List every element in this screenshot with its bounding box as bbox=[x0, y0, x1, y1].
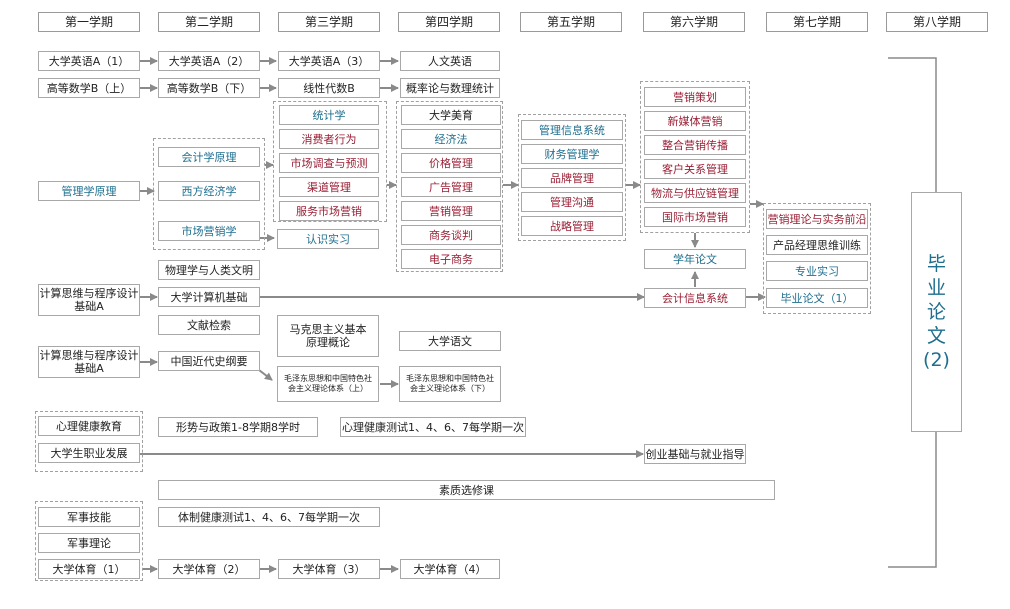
course-pe-3: 大学体育（3） bbox=[278, 559, 380, 579]
course-product-manager-training: 产品经理思维训练 bbox=[766, 235, 868, 255]
course-marketing: 市场营销学 bbox=[158, 221, 260, 241]
course-mao-thought-2: 毛泽东思想和中国特色社会主义理论体系（下） bbox=[399, 366, 501, 402]
course-military-skills: 军事技能 bbox=[38, 507, 140, 527]
course-military-theory: 军事理论 bbox=[38, 533, 140, 553]
course-probability: 概率论与数理统计 bbox=[400, 78, 500, 98]
course-marketing-frontier: 营销理论与实务前沿 bbox=[766, 209, 868, 229]
course-international-marketing: 国际市场营销 bbox=[644, 207, 746, 227]
course-statistics: 统计学 bbox=[279, 105, 379, 125]
course-modern-history: 中国近代史纲要 bbox=[158, 351, 260, 371]
course-price-management: 价格管理 bbox=[401, 153, 501, 173]
course-marketing-planning: 营销策划 bbox=[644, 87, 746, 107]
group-sem5-core bbox=[518, 114, 626, 241]
course-cognitive-practice: 认识实习 bbox=[277, 229, 379, 249]
course-situation-policy: 形势与政策1-8学期8学时 bbox=[158, 417, 318, 437]
course-brand-management: 品牌管理 bbox=[521, 168, 623, 188]
course-computational-thinking-1: 计算思维与程序设计基础A bbox=[38, 284, 140, 316]
group-mental-career bbox=[35, 411, 143, 472]
course-computational-thinking-2: 计算思维与程序设计基础A bbox=[38, 346, 140, 378]
course-physical-test: 体制健康测试1、4、6、7每学期一次 bbox=[158, 507, 380, 527]
course-logistics: 物流与供应链管理 bbox=[644, 183, 746, 203]
course-thesis-1: 毕业论文（1） bbox=[766, 288, 868, 308]
graduation-char-2: 业 bbox=[926, 277, 946, 299]
course-annual-thesis: 学年论文 bbox=[644, 249, 746, 269]
course-pe-4: 大学体育（4） bbox=[400, 559, 500, 579]
group-sem3-core bbox=[273, 101, 387, 222]
course-channel-management: 渠道管理 bbox=[279, 177, 379, 197]
course-advertising: 广告管理 bbox=[401, 177, 501, 197]
course-management-principles: 管理学原理 bbox=[38, 181, 140, 201]
course-consumer-behavior: 消费者行为 bbox=[279, 129, 379, 149]
course-service-marketing: 服务市场营销 bbox=[279, 201, 379, 221]
course-mis: 管理信息系统 bbox=[521, 120, 623, 140]
course-pe-2: 大学体育（2） bbox=[158, 559, 260, 579]
group-sem7-core bbox=[763, 203, 871, 314]
semester-header-3: 第三学期 bbox=[278, 12, 380, 32]
semester-header-7: 第七学期 bbox=[766, 12, 868, 32]
course-graduation-thesis-2: 毕 业 论 文 (2) bbox=[911, 192, 962, 432]
course-strategic-management: 战略管理 bbox=[521, 216, 623, 236]
course-mental-health: 心理健康教育 bbox=[38, 416, 140, 436]
graduation-char-3: 论 bbox=[926, 301, 946, 323]
semester-header-6: 第六学期 bbox=[643, 12, 745, 32]
course-mao-thought-1: 毛泽东思想和中国特色社会主义理论体系（上） bbox=[277, 366, 379, 402]
course-english-a1: 大学英语A（1） bbox=[38, 51, 140, 71]
graduation-char-4: 文 bbox=[926, 325, 946, 347]
course-college-chinese: 大学语文 bbox=[399, 331, 501, 351]
course-pe-1: 大学体育（1） bbox=[38, 559, 140, 579]
course-new-media-marketing: 新媒体营销 bbox=[644, 111, 746, 131]
course-entrepreneurship: 创业基础与就业指导 bbox=[644, 444, 746, 464]
graduation-char-1: 毕 bbox=[926, 253, 946, 275]
semester-header-5: 第五学期 bbox=[520, 12, 622, 32]
course-ecommerce: 电子商务 bbox=[401, 249, 501, 269]
course-accounting-principles: 会计学原理 bbox=[158, 147, 260, 167]
course-linear-algebra: 线性代数B bbox=[278, 78, 380, 98]
course-economic-law: 经济法 bbox=[401, 129, 501, 149]
course-career-development: 大学生职业发展 bbox=[38, 443, 140, 463]
course-english-a3: 大学英语A（3） bbox=[278, 51, 380, 71]
course-math-b1: 高等数学B（上） bbox=[38, 78, 140, 98]
course-literature-retrieval: 文献检索 bbox=[158, 315, 260, 335]
course-business-negotiation: 商务谈判 bbox=[401, 225, 501, 245]
course-market-research: 市场调查与预测 bbox=[279, 153, 379, 173]
graduation-char-5: (2) bbox=[923, 349, 950, 371]
course-imc: 整合营销传播 bbox=[644, 135, 746, 155]
course-financial-management: 财务管理学 bbox=[521, 144, 623, 164]
course-accounting-info-system: 会计信息系统 bbox=[644, 288, 746, 308]
semester-header-2: 第二学期 bbox=[158, 12, 260, 32]
course-college-aesthetics: 大学美育 bbox=[401, 105, 501, 125]
arrow-history-mao1 bbox=[258, 369, 273, 381]
course-sales-management: 营销管理 bbox=[401, 201, 501, 221]
course-crm: 客户关系管理 bbox=[644, 159, 746, 179]
course-math-b2: 高等数学B（下） bbox=[158, 78, 260, 98]
course-management-communication: 管理沟通 bbox=[521, 192, 623, 212]
course-physics-civilization: 物理学与人类文明 bbox=[158, 260, 260, 280]
course-marxism: 马克思主义基本原理概论 bbox=[277, 315, 379, 357]
group-sem2-core bbox=[153, 138, 265, 250]
group-military-pe bbox=[35, 501, 143, 581]
course-professional-internship: 专业实习 bbox=[766, 261, 868, 281]
semester-header-8: 第八学期 bbox=[886, 12, 988, 32]
semester-header-4: 第四学期 bbox=[398, 12, 500, 32]
course-college-computer: 大学计算机基础 bbox=[158, 287, 260, 307]
course-quality-electives: 素质选修课 bbox=[158, 480, 775, 500]
course-english-a2: 大学英语A（2） bbox=[158, 51, 260, 71]
course-humanities-english: 人文英语 bbox=[400, 51, 500, 71]
course-western-economics: 西方经济学 bbox=[158, 181, 260, 201]
group-sem6-core bbox=[640, 81, 750, 233]
group-sem4-core bbox=[396, 101, 503, 272]
course-mental-test: 心理健康测试1、4、6、7每学期一次 bbox=[340, 417, 526, 437]
semester-header-1: 第一学期 bbox=[38, 12, 140, 32]
